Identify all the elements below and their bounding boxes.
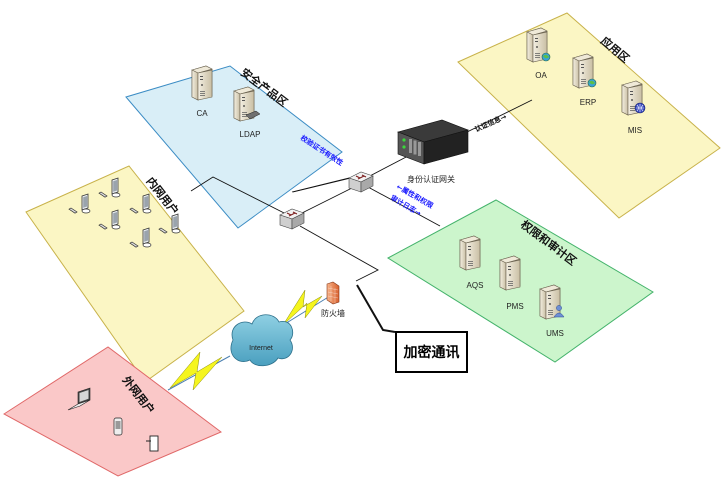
server-ldap-icon[interactable] [233, 86, 261, 122]
node-label-ldap: LDAP [240, 130, 261, 139]
wireless-link-firewall-internet [279, 289, 331, 328]
link-access-firewall [299, 225, 379, 282]
zone-external [3, 346, 222, 477]
server-oa-icon[interactable] [526, 27, 551, 63]
node-label-pms: PMS [506, 302, 523, 311]
zone-permission [387, 199, 654, 363]
server-pms-icon[interactable] [499, 255, 521, 291]
auth-gateway-icon[interactable] [397, 119, 469, 165]
node-label-erp: ERP [580, 98, 596, 107]
server-aqs-icon[interactable] [459, 235, 481, 271]
mobile-phone-icon[interactable] [113, 417, 123, 436]
tablet-icon[interactable] [146, 435, 159, 452]
link-switch-permission [367, 186, 441, 227]
laptop-icon[interactable] [67, 387, 91, 411]
link-switch-gateway [365, 154, 411, 179]
node-label-ums: UMS [546, 329, 564, 338]
node-label-internet: Internet [249, 345, 273, 352]
server-mis-icon[interactable] [621, 80, 646, 116]
encrypted-comm-callout: 加密通讯 [395, 331, 468, 373]
firewall-icon[interactable] [326, 281, 340, 305]
core-switch-icon[interactable] [348, 171, 374, 193]
zone-application [457, 12, 721, 219]
link-gateway-app [464, 99, 533, 134]
zone-intranet [25, 165, 245, 383]
node-label-aqs: AQS [467, 281, 484, 290]
link-access-intranet [190, 176, 291, 217]
wireless-link-internet-external [167, 351, 231, 391]
node-label-mis: MIS [628, 126, 642, 135]
node-label-ca: CA [196, 109, 208, 118]
server-erp-icon[interactable] [572, 53, 597, 89]
link-switch-core-access [299, 185, 357, 215]
edge-label-auth-info: 认证信息→ [473, 112, 508, 134]
server-ums-icon[interactable] [539, 284, 565, 320]
node-label-oa: OA [535, 71, 547, 80]
node-label-gateway: 身份认证网关 [407, 174, 455, 184]
user-icon [556, 305, 562, 311]
node-label-firewall: 防火墙 [321, 308, 345, 318]
link-security-switch2 [292, 176, 356, 193]
access-switch-icon[interactable] [279, 208, 305, 230]
connection-lines [190, 99, 533, 333]
internet-cloud-icon [230, 314, 294, 367]
server-ca-icon[interactable] [191, 65, 213, 101]
callout-leader [356, 284, 396, 333]
keyboard-icon [245, 110, 261, 120]
